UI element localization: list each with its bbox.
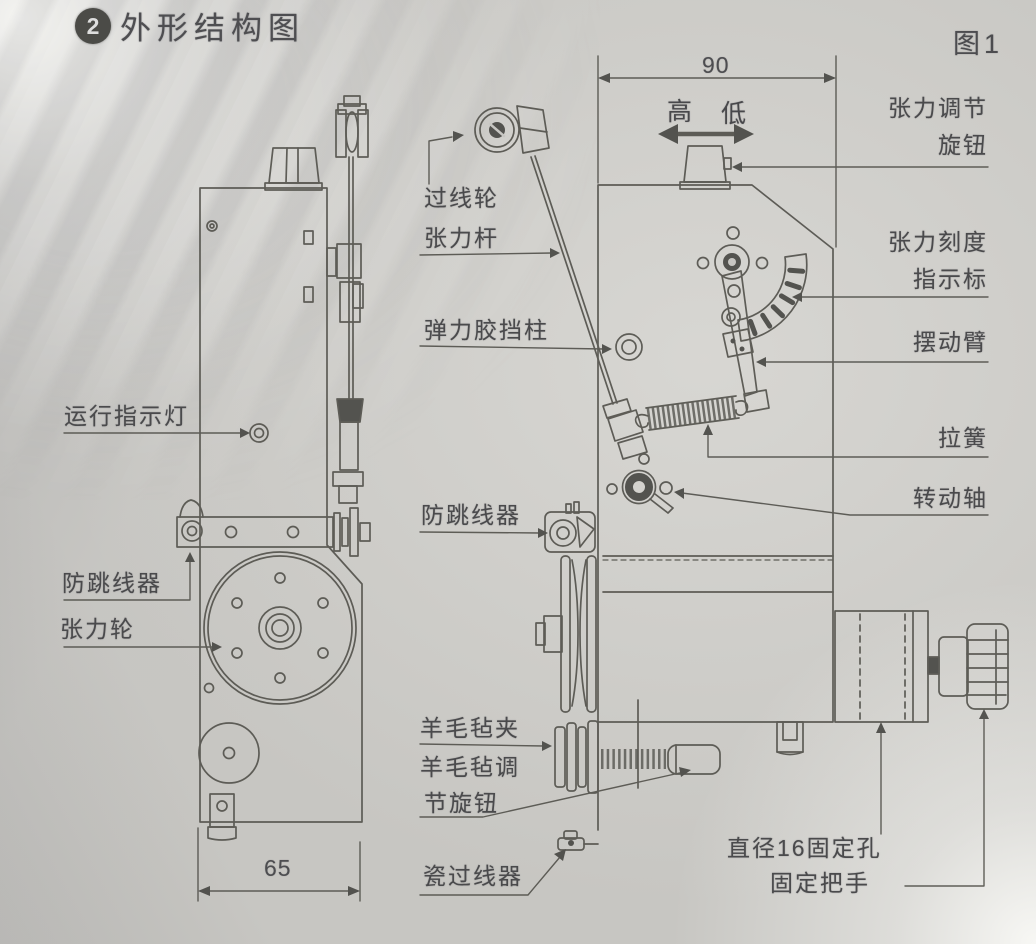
- label-wool-felt-adjust-2: 节旋钮: [424, 790, 499, 816]
- fixing-cylinder-drawing: [776, 610, 1009, 756]
- leader-lines: [63, 131, 989, 896]
- label-rotating-shaft: 转动轴: [913, 485, 988, 511]
- label-tension-adjust-knob-2: 旋钮: [938, 132, 988, 158]
- label-ceramic-wire-guide: 瓷过线器: [423, 863, 523, 889]
- page-title: 外形结构图: [120, 11, 305, 46]
- label-tension-wheel: 张力轮: [60, 616, 135, 642]
- side-tension-rod: [326, 95, 369, 504]
- section-number-badge: 2: [75, 8, 111, 44]
- tension-wheel-drawing: [203, 551, 357, 705]
- label-low: 低: [721, 100, 747, 128]
- machine-front-view: [474, 105, 1009, 851]
- label-tension-rod: 张力杆: [424, 225, 499, 251]
- wire-guide-wheel-drawing: [474, 105, 550, 154]
- pulley-edge-drawing: [535, 555, 597, 713]
- label-high: 高: [667, 98, 693, 126]
- label-tension-scale-2: 指示标: [913, 266, 988, 292]
- label-tension-adjust-knob-1: 张力调节: [888, 95, 988, 121]
- side-mounting-bar: [176, 499, 371, 557]
- label-fixing-hole: 直径16固定孔: [727, 835, 882, 861]
- high-low-arrow: [658, 124, 754, 144]
- label-wire-guide-wheel: 过线轮: [424, 185, 499, 211]
- label-running-indicator: 运行指示灯: [64, 403, 189, 429]
- dimension-65-value: 65: [264, 855, 292, 881]
- figure-label: 图1: [953, 29, 1004, 59]
- swing-arm-drawing: [696, 226, 770, 413]
- label-tension-scale-1: 张力刻度: [888, 229, 988, 255]
- ceramic-guide-drawing: [557, 830, 599, 851]
- label-wool-felt-adjust-1: 羊毛毡调: [420, 754, 520, 780]
- rotating-shaft-drawing: [602, 398, 674, 514]
- label-anti-jump-front: 防跳线器: [421, 502, 521, 528]
- tension-scale-drawing: [722, 253, 808, 358]
- label-fixing-handle: 固定把手: [770, 870, 870, 896]
- dimension-65: [197, 827, 361, 902]
- label-anti-jump-left: 防跳线器: [62, 570, 162, 596]
- anti-jump-front-drawing: [544, 501, 596, 553]
- pull-spring-drawing: [634, 395, 749, 431]
- dimension-90-value: 90: [702, 52, 730, 78]
- label-wool-felt-clamp: 羊毛毡夹: [420, 715, 520, 741]
- label-elastic-rubber-stop: 弹力胶挡柱: [424, 317, 549, 343]
- label-pull-spring: 拉簧: [938, 425, 988, 451]
- machine-side-view: [176, 95, 371, 841]
- dimension-90: [597, 55, 837, 248]
- label-swing-arm: 摆动臂: [913, 329, 988, 355]
